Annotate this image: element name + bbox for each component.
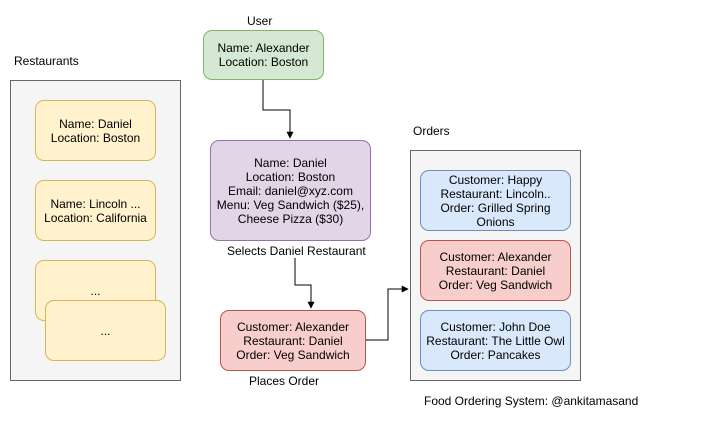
places-order-label: Places Order — [249, 374, 320, 388]
user-label: User — [247, 14, 273, 28]
selects-restaurant-label: Selects Daniel Restaurant — [227, 244, 366, 258]
restaurant-card-more-front[interactable]: ... — [45, 300, 166, 361]
order-customer: Customer: John Doe — [440, 319, 551, 334]
user-name: Name: Alexander — [217, 41, 310, 55]
restaurant-name: Name: Lincoln ... — [50, 196, 141, 211]
order-card-alexander[interactable]: Customer: Alexander Restaurant: Daniel O… — [420, 240, 571, 301]
order-item: Order: Grilled Spring — [440, 200, 551, 215]
order-restaurant: Restaurant: Daniel — [243, 333, 343, 348]
restaurant-location: Location: California — [44, 210, 147, 225]
order-item: Order: Veg Sandwich — [438, 277, 553, 292]
edge-user-to-restaurant — [262, 80, 294, 139]
order-card-john-doe[interactable]: Customer: John Doe Restaurant: The Littl… — [420, 310, 571, 371]
order-customer: Customer: Happy — [448, 172, 543, 187]
footer-caption: Food Ordering System: @ankitamasand — [424, 394, 639, 408]
order-customer: Customer: Alexander — [236, 319, 350, 334]
restaurant-card-lincoln[interactable]: Name: Lincoln ... Location: California — [35, 180, 156, 241]
restaurant-name: Name: Daniel — [59, 116, 132, 131]
order-restaurant: Restaurant: The Little Owl — [426, 333, 565, 348]
edge-restaurant-to-order — [294, 258, 315, 309]
restaurant-location: Location: Boston — [50, 130, 141, 145]
selected-location: Location: Boston — [245, 169, 336, 184]
selected-menu-cont: Cheese Pizza ($30) — [237, 211, 344, 226]
user-box[interactable]: Name: Alexander Location: Boston — [203, 30, 324, 80]
edge-order-to-orders — [366, 285, 409, 341]
selected-name: Name: Daniel — [254, 155, 327, 170]
restaurants-label: Restaurants — [14, 54, 79, 68]
order-restaurant: Restaurant: Daniel — [445, 263, 546, 278]
orders-label: Orders — [413, 124, 450, 138]
new-order-box[interactable]: Customer: Alexander Restaurant: Daniel O… — [220, 310, 366, 371]
user-location: Location: Boston — [218, 55, 309, 69]
selected-restaurant-box[interactable]: Name: Daniel Location: Boston Email: dan… — [210, 140, 371, 241]
restaurant-ellipsis: ... — [100, 323, 111, 338]
restaurant-card-daniel[interactable]: Name: Daniel Location: Boston — [35, 100, 156, 161]
restaurant-ellipsis: ... — [90, 283, 101, 298]
order-customer: Customer: Alexander — [439, 249, 552, 264]
order-item-cont: Onions — [476, 214, 515, 229]
selected-menu: Menu: Veg Sandwich ($25), — [216, 197, 365, 212]
order-restaurant: Restaurant: Lincoln.. — [440, 186, 551, 201]
order-item: Order: Pancakes — [450, 347, 541, 362]
order-card-happy[interactable]: Customer: Happy Restaurant: Lincoln.. Or… — [420, 170, 571, 231]
selected-email: Email: daniel@xyz.com — [228, 183, 353, 198]
order-item: Order: Veg Sandwich — [236, 347, 350, 362]
